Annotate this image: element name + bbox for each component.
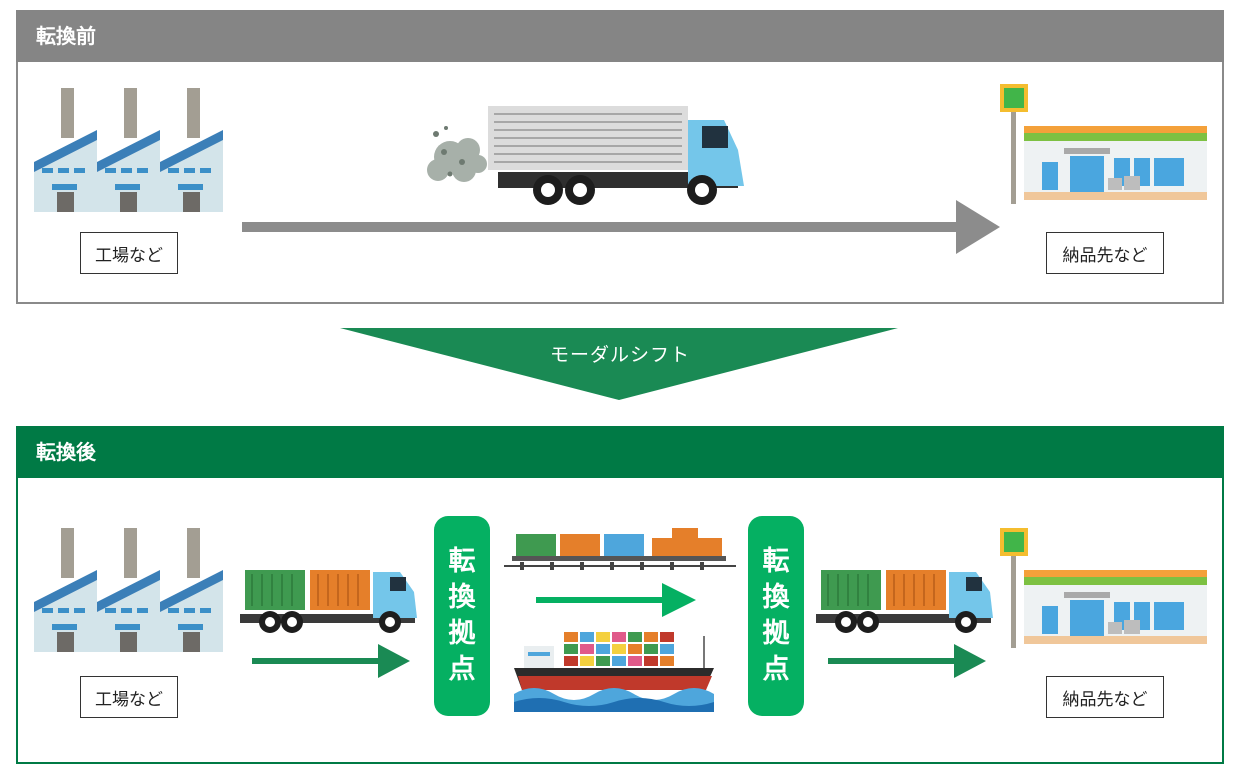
hub-right-char-3: 拠 bbox=[762, 618, 790, 649]
convenience-store-icon-after bbox=[1000, 528, 1207, 648]
after-header: 転換後 bbox=[16, 426, 1224, 478]
origin-label-after: 工場など bbox=[80, 676, 178, 718]
convenience-store-icon bbox=[1000, 84, 1207, 204]
exhaust-smoke-icon bbox=[427, 126, 487, 182]
hub-right-char-2: 換 bbox=[762, 582, 790, 613]
hub-right-char-1: 転 bbox=[762, 546, 790, 577]
truck-icon bbox=[488, 106, 744, 205]
origin-label-after-text: 工場など bbox=[95, 689, 163, 710]
destination-label-before: 納品先など bbox=[1046, 232, 1164, 274]
destination-label-after-text: 納品先など bbox=[1062, 689, 1148, 710]
hub-right-char-4: 点 bbox=[762, 654, 790, 685]
factory-icon-after bbox=[34, 528, 223, 652]
hub-left-char-3: 拠 bbox=[448, 618, 476, 649]
after-header-title: 転換後 bbox=[36, 440, 96, 464]
origin-label-before-text: 工場など bbox=[95, 245, 163, 266]
hub-left-char-2: 換 bbox=[448, 582, 476, 613]
origin-label-before: 工場など bbox=[80, 232, 178, 274]
hub-left-char-4: 点 bbox=[448, 654, 476, 685]
transfer-hub-left: 転 換 拠 点 bbox=[434, 516, 490, 716]
container-ship-icon bbox=[514, 632, 714, 712]
route-arrow-before bbox=[242, 200, 1000, 254]
hub-left-char-1: 転 bbox=[448, 546, 476, 577]
container-truck-icon-left bbox=[239, 569, 418, 634]
transfer-hub-right: 転 換 拠 点 bbox=[748, 516, 804, 716]
freight-train-icon bbox=[504, 528, 736, 570]
before-header: 転換前 bbox=[16, 10, 1224, 62]
destination-label-before-text: 納品先など bbox=[1062, 245, 1148, 266]
route-arrow-after-right bbox=[828, 644, 986, 678]
route-arrow-after-left bbox=[252, 644, 410, 678]
factory-icon bbox=[34, 88, 223, 212]
route-arrow-center bbox=[536, 583, 696, 617]
modal-shift-label: モーダルシフト bbox=[549, 344, 690, 366]
destination-label-after: 納品先など bbox=[1046, 676, 1164, 718]
before-header-title: 転換前 bbox=[36, 24, 96, 48]
container-truck-icon-right bbox=[815, 569, 994, 634]
modal-shift-arrow bbox=[340, 328, 898, 400]
